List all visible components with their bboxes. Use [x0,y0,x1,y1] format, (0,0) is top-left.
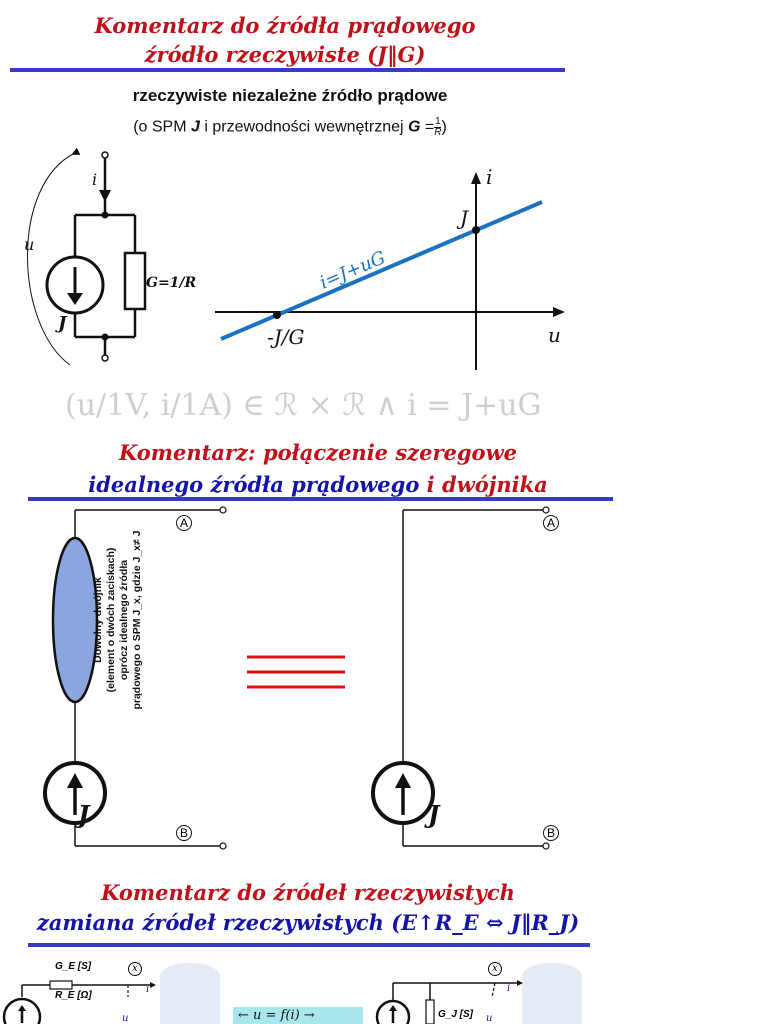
title2-red-part: i dwójnika [419,472,548,497]
equivalence-symbol [247,655,345,689]
u-axis-arrow [553,307,565,317]
section2-rule [28,497,613,501]
circuit-i-label: i [92,170,97,189]
section1-rule [10,68,565,72]
J-point-label: J [456,206,469,230]
iu-characteristic-graph: i u J -J/G i=J+uG [215,165,565,370]
i-label-right: i [507,983,511,994]
set-formula: (u/1V, i/1A) ∈ ℛ × ℛ ∧ i = J+uG [65,388,542,423]
subtitle2-prefix: (o SPM [133,118,191,136]
characteristic-line [220,200,543,341]
neg-J-over-G-label: -J/G [267,325,305,349]
terminal-B-right: B [543,825,559,841]
axis-i-label: i [486,165,492,189]
real-current-source-circuit: i u J G=1/R [24,147,196,366]
element-description: Dowolny dwójnik (element o dwóch zaciska… [92,530,143,710]
terminal-A-left: A [176,515,192,531]
x-terminal-left: x [128,962,142,976]
section3-title-line2: zamiana źródeł rzeczywistych (E↑R_E ⇔ J‖… [36,910,580,935]
section1-title-line2: źródło rzeczywiste (J‖G) [144,42,426,67]
section1-subtitle2: (o SPM J i przewodności wewnętrznej G =1… [0,117,580,138]
subtitle2-eq: = [424,118,435,136]
bottom-circuits [2,963,582,1024]
subtitle2-J: J [190,118,200,136]
series-connection-circuit [43,506,227,850]
section1-title-line1: Komentarz do źródła prądowego [94,13,476,38]
GE-label: G_E [S] [55,961,92,972]
GJ-label: G_J [S] [438,1009,474,1020]
i-label-left: i [146,984,150,995]
section3-rule [28,943,590,947]
arbitrary-two-terminal-element [51,536,99,704]
point-J [472,226,480,234]
circuit-G-label: G=1/R [146,275,196,291]
subtitle2-mid: i przewodności wewnętrznej [199,118,408,136]
J-label-left: J [78,800,90,829]
subtitle2-G: G [407,118,421,136]
subtitle2-suffix: ) [441,118,447,136]
section3-title-line1: Komentarz do źródeł rzeczywistych [101,880,515,905]
u-f-i-box: ← u = f(i) → [238,1008,315,1023]
line-equation-label: i=J+uG [317,247,389,293]
title2-blue-part: idealnego źródła prądowego [88,472,420,497]
terminal-B-left: B [176,825,192,841]
x-terminal-right: x [488,962,502,976]
point-neg-J-over-G [273,311,281,319]
i-axis-arrow [471,172,481,184]
terminal-A-right: A [543,515,559,531]
circuit-u-label: u [24,235,34,254]
section2-title-line1: Komentarz: połączenie szeregowe [118,440,518,465]
RE-label: R_E [Ω] [55,990,92,1001]
axis-u-label: u [548,323,561,347]
circuit-J-label: J [55,313,68,334]
u-label-left: u [122,1013,129,1024]
section2-title-line2: idealnego źródła prądowego i dwójnika [0,472,636,497]
J-label-right: J [428,800,440,829]
section1-subtitle: rzeczywiste niezależne źródło prądowe [132,86,448,105]
equivalent-circuit [371,506,550,850]
u-label-right: u [486,1013,493,1024]
